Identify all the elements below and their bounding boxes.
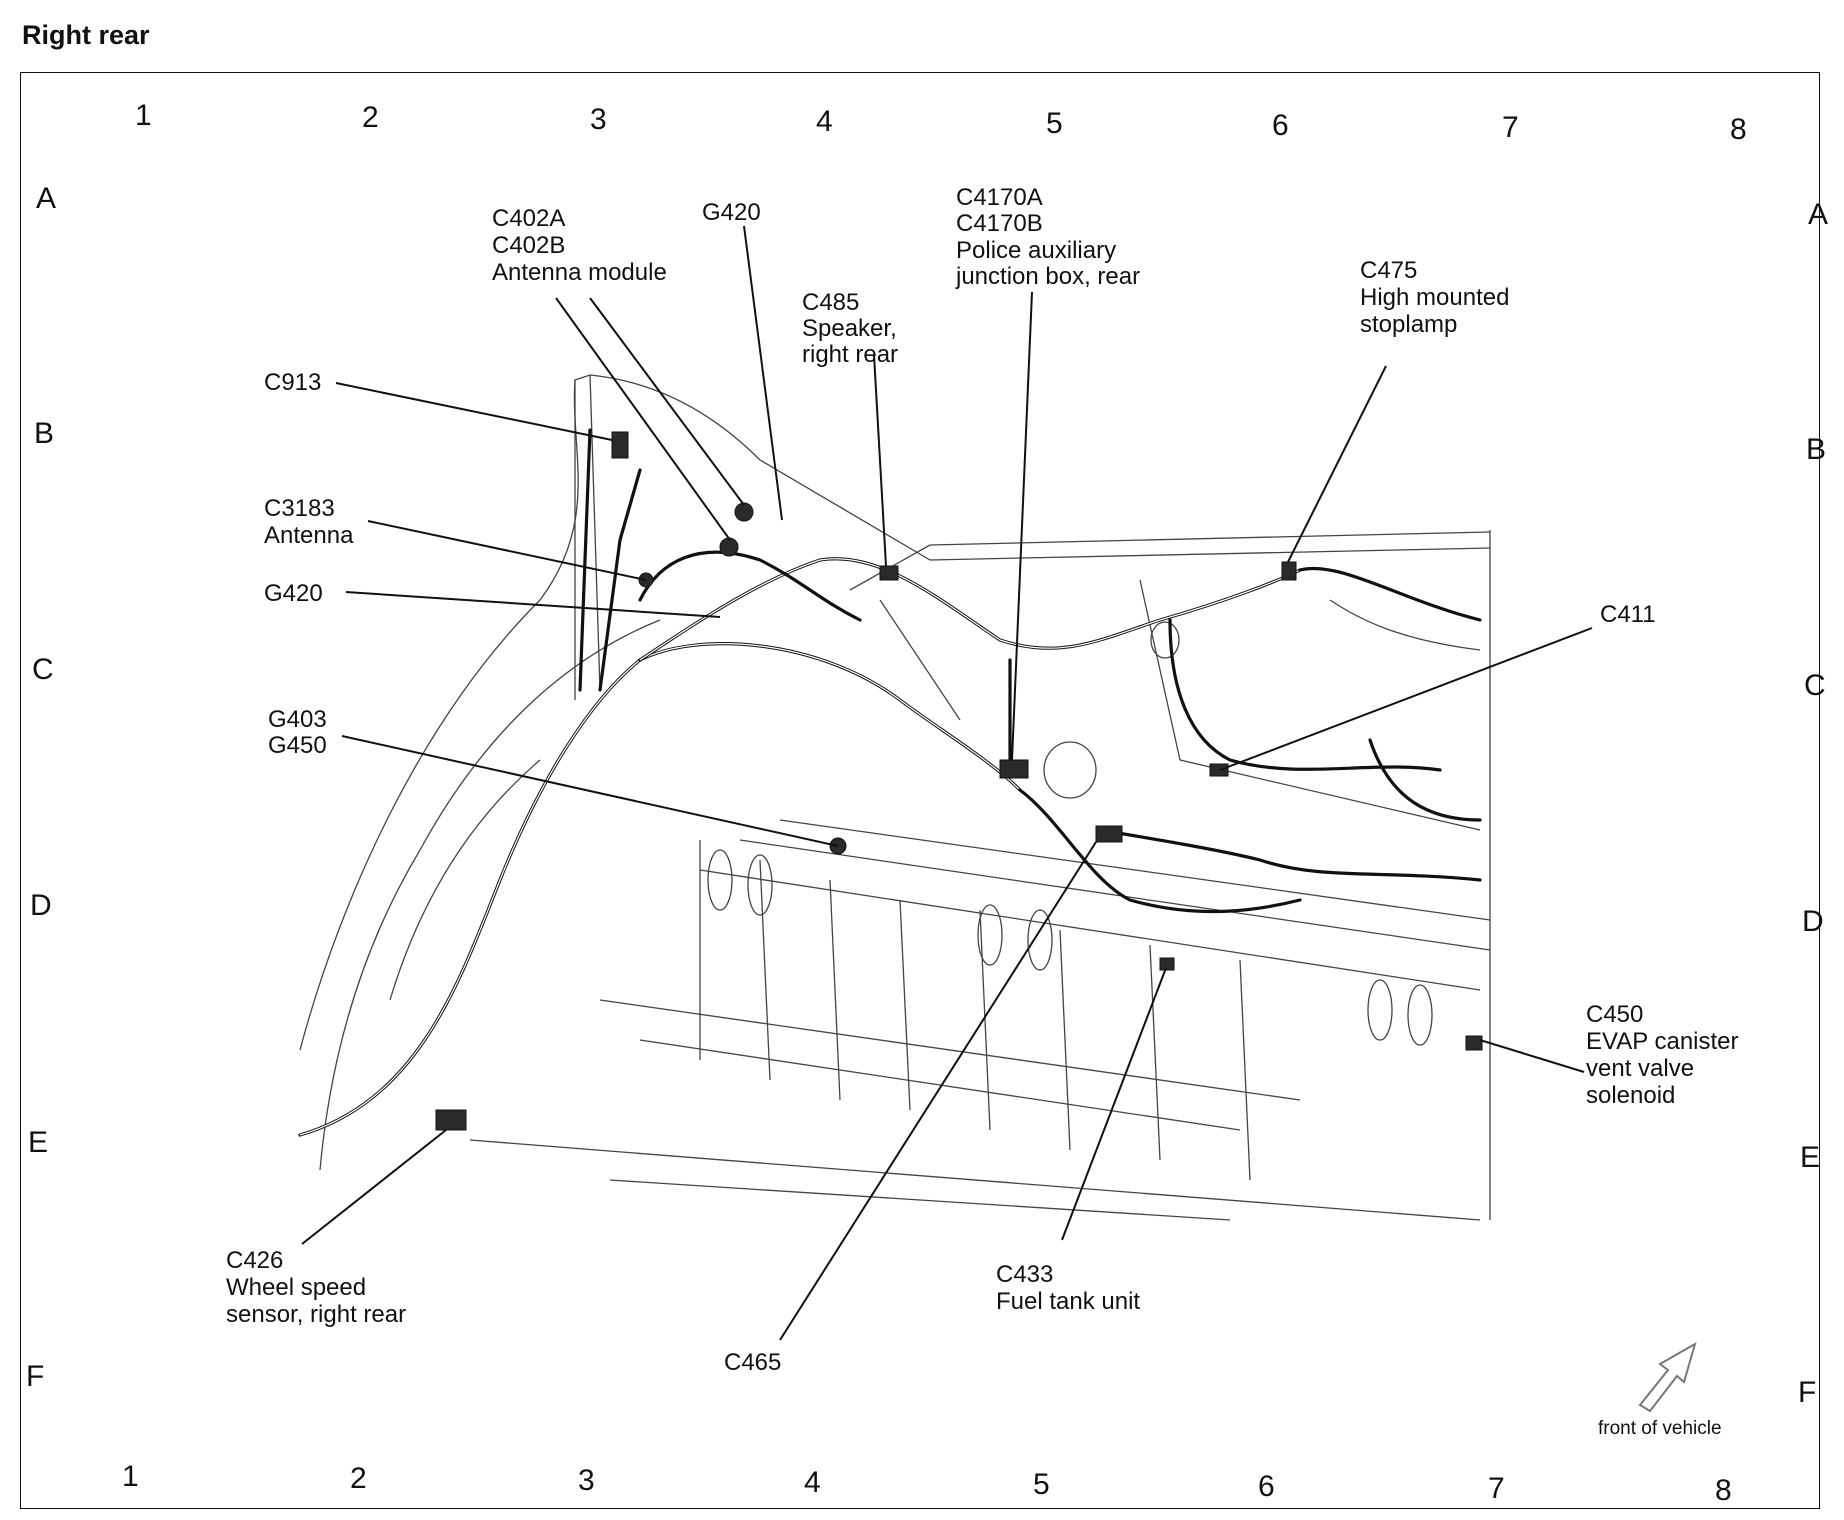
callout-c475-line-2: High mounted: [1360, 284, 1509, 311]
callout-c450-line-2: EVAP canister: [1586, 1028, 1739, 1055]
vehicle-body-drawing: [299, 374, 1491, 1221]
grid-row-right-F: F: [1798, 1376, 1816, 1409]
callout-c485-line-2: Speaker,: [802, 315, 897, 342]
connector-c4170-icon: [999, 759, 1029, 779]
callout-c475-line-3: stoplamp: [1360, 311, 1457, 338]
callout-c450-line-4: solenoid: [1586, 1082, 1675, 1109]
callout-c465-line-1: C465: [724, 1349, 781, 1376]
connector-c450-icon: [1465, 1035, 1483, 1051]
callout-c426-line-3: sensor, right rear: [226, 1301, 406, 1328]
grid-col-bottom-3: 3: [578, 1464, 595, 1497]
grid-col-top-8: 8: [1730, 113, 1747, 146]
page-title: Right rear: [22, 20, 150, 50]
callout-c426-line-1: C426: [226, 1247, 283, 1274]
connector-c913-icon: [611, 431, 629, 459]
callout-c450: C450 EVAP canister vent valve solenoid: [1586, 1001, 1739, 1109]
connector-c426-icon: [435, 1109, 467, 1131]
connectors: [435, 431, 1483, 1131]
front-arrow-icon: [1638, 1341, 1697, 1413]
grid-row-right-D: D: [1802, 905, 1824, 938]
connector-c411-icon: [1209, 763, 1229, 777]
callout-c4170-line-4: junction box, rear: [955, 263, 1140, 290]
callout-c3183: C3183 Antenna: [264, 495, 354, 549]
connector-c475-icon: [1281, 561, 1297, 581]
callout-c450-line-3: vent valve: [1586, 1055, 1694, 1082]
callout-c433-line-2: Fuel tank unit: [996, 1288, 1140, 1315]
grid-row-left-F: F: [26, 1360, 44, 1393]
connector-c402b-icon: [719, 537, 739, 557]
callout-g403-line-1: G403: [268, 706, 327, 733]
callout-c3183-line-2: Antenna: [264, 522, 354, 549]
leader-lines: [301, 225, 1593, 1341]
grid-col-bottom-2: 2: [350, 1462, 367, 1495]
connector-c402a-icon: [734, 502, 754, 522]
grid-row-left-A: A: [36, 182, 56, 215]
grid-col-bottom-4: 4: [804, 1466, 821, 1499]
connector-c485-icon: [879, 565, 899, 581]
grid-col-top-6: 6: [1272, 109, 1289, 142]
wire-harness: [298, 428, 1482, 1137]
grid-col-bottom-5: 5: [1033, 1468, 1050, 1501]
callout-c3183-line-1: C3183: [264, 495, 335, 522]
callout-c411: C411: [1600, 601, 1656, 628]
callout-c402-line-3: Antenna module: [492, 259, 667, 286]
callout-c450-line-1: C450: [1586, 1001, 1643, 1028]
callout-c433-line-1: C433: [996, 1261, 1053, 1288]
connector-c465-icon: [1095, 825, 1123, 843]
callout-c475-line-1: C475: [1360, 257, 1417, 284]
callout-c485: C485 Speaker, right rear: [802, 289, 898, 368]
connector-c433-icon: [1159, 957, 1175, 971]
grid-col-bottom-6: 6: [1258, 1470, 1275, 1503]
callout-g420-top: G420: [702, 199, 761, 226]
grid-col-top-1: 1: [135, 99, 152, 132]
callout-g403-line-2: G450: [268, 732, 327, 759]
grid-row-left-D: D: [30, 889, 52, 922]
callout-c4170-line-2: C4170B: [956, 210, 1043, 237]
grid-row-right-B: B: [1806, 433, 1826, 466]
callout-g403: G403 G450: [268, 706, 327, 759]
callout-c411-line-1: C411: [1600, 601, 1656, 628]
callout-c4170: C4170A C4170B Police auxiliary junction …: [955, 184, 1140, 290]
grid-col-top-2: 2: [362, 101, 379, 134]
grid-col-bottom-1: 1: [122, 1460, 139, 1493]
callout-c913-line-1: C913: [264, 369, 321, 396]
front-of-vehicle-note: front of vehicle: [1598, 1418, 1722, 1439]
callout-g420-mid-line-1: G420: [264, 580, 323, 607]
grid-col-top-4: 4: [816, 105, 833, 138]
grid-row-right-E: E: [1800, 1141, 1820, 1174]
grid-rows-left: A B C D E F: [26, 182, 56, 1393]
callout-c402-line-2: C402B: [492, 232, 565, 259]
grid-col-top-7: 7: [1502, 111, 1519, 144]
callout-c485-line-1: C485: [802, 289, 859, 316]
callout-c402-line-1: C402A: [492, 205, 565, 232]
callout-c4170-line-3: Police auxiliary: [956, 237, 1116, 264]
grid-col-bottom-7: 7: [1488, 1472, 1505, 1505]
grid-col-top-5: 5: [1046, 107, 1063, 140]
diagram-frame: [20, 72, 1820, 1509]
grid-col-bottom-8: 8: [1715, 1474, 1732, 1507]
callout-c4170-line-1: C4170A: [956, 184, 1043, 211]
callout-c402: C402A C402B Antenna module: [492, 205, 667, 286]
callout-c913: C913: [264, 369, 321, 396]
grid-row-right-A: A: [1808, 198, 1828, 231]
grid-rows-right: A B C D E F: [1798, 198, 1828, 1409]
grid-row-left-C: C: [32, 653, 54, 686]
callout-g420-mid: G420: [264, 580, 323, 607]
grid-col-top-3: 3: [590, 103, 607, 136]
grid-columns-bottom: 1 2 3 4 5 6 7 8: [122, 1460, 1732, 1507]
callout-c426-line-2: Wheel speed: [226, 1274, 366, 1301]
callout-c433: C433 Fuel tank unit: [996, 1261, 1140, 1315]
callout-c475: C475 High mounted stoplamp: [1360, 257, 1509, 338]
grid-row-right-C: C: [1804, 669, 1826, 702]
grid-row-left-B: B: [34, 417, 54, 450]
callout-g420-top-line-1: G420: [702, 199, 761, 226]
callout-c426: C426 Wheel speed sensor, right rear: [226, 1247, 406, 1328]
grid-row-left-E: E: [28, 1126, 48, 1159]
callout-c485-line-3: right rear: [802, 341, 898, 368]
callout-c465: C465: [724, 1349, 781, 1376]
grid-columns-top: 1 2 3 4 5 6 7 8: [135, 99, 1747, 146]
